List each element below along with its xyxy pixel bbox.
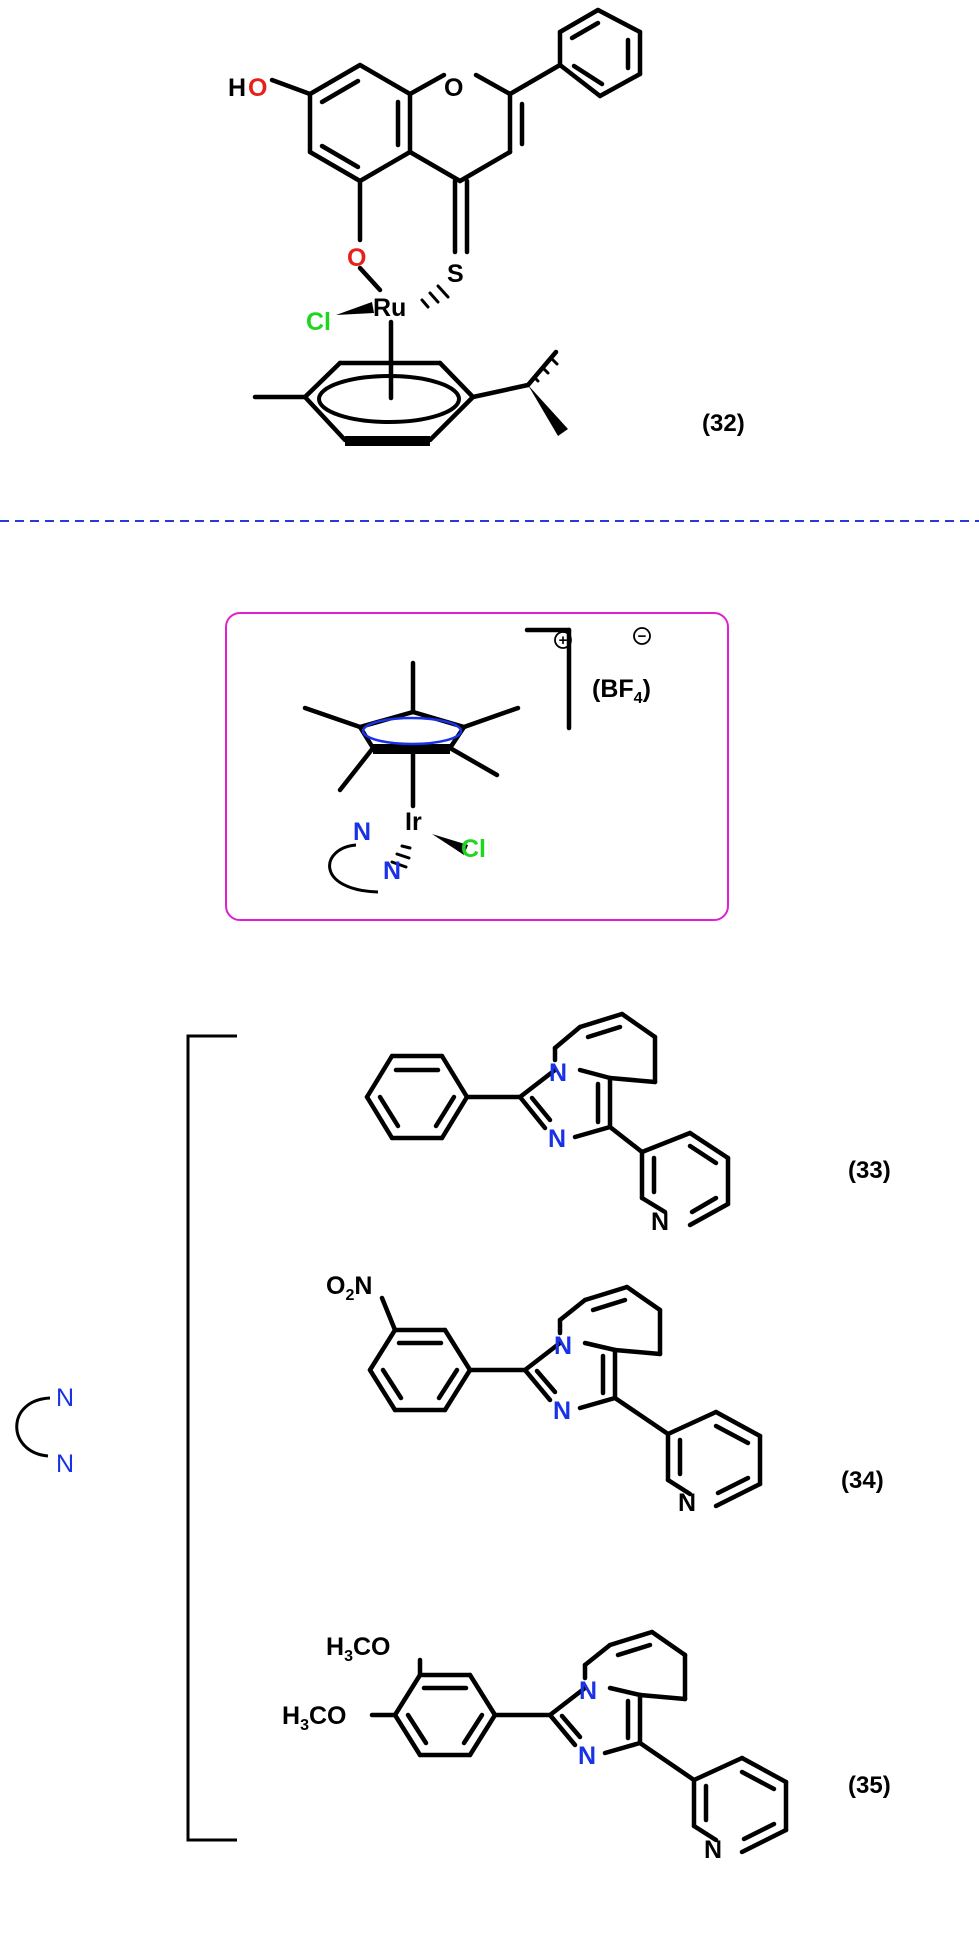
- compound-32-wedge-bond: [336, 302, 374, 315]
- legend-nitrogen-bottom: N: [56, 1450, 74, 1478]
- compound-35-pyridyl-n: N: [704, 1836, 722, 1864]
- compound-33-bonds: [364, 1011, 731, 1228]
- compound-35-imidazole-n: N: [578, 1742, 596, 1770]
- compound-32-number: (32): [702, 410, 745, 437]
- bidentate-ligand-arc: [328, 843, 379, 894]
- negative-charge-sign: −: [638, 628, 647, 645]
- compound-33-number: (33): [848, 1157, 891, 1184]
- compound-34-nitro-group: O2N: [326, 1272, 372, 1304]
- cp-star-aromatic-ring: [361, 716, 463, 746]
- compound-34-bonds: [367, 1284, 763, 1509]
- compound-33-bridgehead-n: N: [549, 1059, 567, 1087]
- compound-35-bridgehead-n: N: [579, 1677, 597, 1705]
- legend-ligand-arc: [15, 1396, 51, 1458]
- compound-35-number: (35): [848, 1772, 891, 1799]
- iridium-chlorine: Cl: [461, 835, 486, 863]
- ligand-nitrogen-bottom: N: [383, 857, 401, 885]
- compound-33-imidazole-n: N: [548, 1125, 566, 1153]
- n-n-ligand-legend: N N: [15, 1384, 74, 1478]
- compound-32-aromatic-ring: [317, 374, 461, 424]
- compound-32-chlorine: Cl: [306, 308, 331, 336]
- compound-34-bridgehead-n: N: [554, 1332, 572, 1360]
- compound-32-hashed-bond: [420, 284, 450, 309]
- compound-35-structure: H3CO H3CO N N N (35): [282, 1629, 891, 1864]
- iridium-complex-frame: [225, 612, 729, 921]
- tetrafluoroborate: (BF4): [592, 675, 651, 707]
- compound-32-ruthenium: Ru: [373, 294, 406, 322]
- compound-32-isopropyl-wedge: [528, 385, 568, 436]
- compound-32-hydroxyl-o: O: [248, 74, 267, 102]
- compound-35-methoxy-bottom: H3CO: [282, 1702, 346, 1734]
- compound-33-structure: N N N (33): [364, 1011, 891, 1236]
- compound-35-methoxy-top: H3CO: [326, 1633, 390, 1665]
- ir-cl-wedge: [432, 834, 468, 855]
- compound-34-structure: O2N N N N (34): [326, 1272, 884, 1517]
- iridium-complex-box: + − (BF4) Ir Cl N N: [225, 612, 729, 921]
- compound-32-ring-oxygen: O: [444, 74, 463, 102]
- ligand-bracket: [186, 1034, 237, 1842]
- positive-charge-sign: +: [559, 632, 568, 649]
- compound-32-isopropyl-hash: [533, 356, 559, 383]
- compound-34-pyridyl-n: N: [678, 1489, 696, 1517]
- cp-star-front-wedge: [373, 744, 450, 754]
- cp-star-bonds: [302, 627, 572, 809]
- positive-charge-circle: [554, 631, 572, 649]
- compound-33-pyridyl-n: N: [651, 1208, 669, 1236]
- compound-32-phenoxide-o: O: [347, 244, 366, 272]
- compound-32-sulfur: S: [447, 260, 464, 288]
- legend-nitrogen-top: N: [56, 1384, 74, 1412]
- compound-32-cymene: [252, 349, 559, 443]
- compound-35-bonds: [369, 1629, 789, 1855]
- iridium-atom: Ir: [405, 808, 422, 836]
- compound-32-front-wedge: [345, 436, 430, 446]
- compound-32-structure: H O O O S Ru Cl (32): [228, 7, 745, 446]
- ligand-nitrogen-top: N: [353, 818, 371, 846]
- negative-charge-circle: [633, 627, 651, 645]
- compound-34-number: (34): [841, 1467, 884, 1494]
- ir-n-hashed-bond: [390, 844, 412, 869]
- compound-32-hydroxyl-h: H: [228, 74, 246, 102]
- compound-32-bonds: [269, 7, 643, 401]
- compound-34-imidazole-n: N: [553, 1397, 571, 1425]
